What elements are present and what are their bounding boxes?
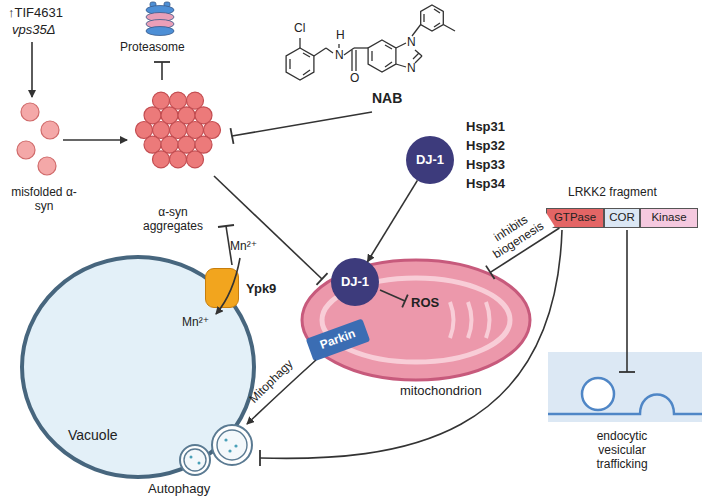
domain-bar: GTPase COR Kinase LRKK2 fragment: [546, 186, 698, 230]
inhibition-bar: [402, 295, 408, 308]
process-label: Mitophagy: [247, 357, 296, 406]
inhibition-bar: [619, 371, 635, 373]
node-text: Vacuole: [68, 427, 118, 443]
gene-label: ↑TIF4631: [8, 6, 63, 21]
inhibition-bar: [317, 273, 328, 285]
crista: [468, 302, 472, 338]
node-text: DJ-1: [416, 153, 444, 168]
membrane-panel: [548, 352, 702, 422]
ion-label: Mn²⁺: [182, 316, 209, 330]
protein-label: Hsp32: [466, 139, 505, 154]
atom-label: Cl: [294, 22, 305, 36]
inhibition-bar: [486, 266, 495, 279]
inhibition-bar: [259, 450, 261, 466]
transport-arrow: [216, 258, 240, 314]
process-label: Autophagy: [148, 482, 210, 497]
atom-label: N: [407, 62, 416, 76]
arrow-line: [63, 139, 127, 141]
node-text: DJ-1: [341, 275, 369, 290]
aggregate-cluster: [136, 92, 221, 168]
protein-label: α-syn aggregates: [134, 206, 212, 234]
domain-box: Kinase: [640, 208, 698, 228]
gene-label: vps35Δ: [12, 23, 55, 38]
nab-structure: [286, 5, 455, 80]
misfolded-protein: [17, 103, 59, 175]
arrow-line: [31, 42, 33, 97]
protein-circle: DJ-1: [331, 258, 379, 306]
protein-label: Hsp33: [466, 158, 505, 173]
inhibition-line: [260, 230, 562, 458]
protein-circle: DJ-1: [406, 136, 454, 184]
membrane-bud: [548, 395, 702, 415]
crista: [486, 302, 490, 338]
connector-group: [486, 228, 559, 279]
inhibition-line: [232, 112, 372, 136]
protein-label: misfolded α-syn: [6, 186, 82, 214]
node-text: Kinase: [651, 211, 686, 224]
domain-box: COR: [604, 208, 640, 228]
protein-label: Hsp34: [466, 177, 505, 192]
atom-label: N: [335, 49, 344, 63]
connector-group: [368, 180, 418, 261]
process-label: endocytic vesicular trafficking: [572, 430, 672, 471]
atom-label: H: [336, 29, 345, 43]
atom-label: N: [407, 36, 416, 50]
node-text: mitochondrion: [400, 384, 482, 399]
inhibition-bar: [154, 61, 170, 63]
molecule-label: ROS: [411, 296, 439, 311]
arrow-connector: [368, 180, 418, 261]
inhibition-bar: [218, 225, 234, 227]
protein-label: Hsp31: [466, 120, 505, 135]
inhibition-bar: [231, 128, 234, 144]
inhibition-line: [380, 290, 405, 301]
inhibition-line: [161, 62, 163, 80]
proteasome-icon: [146, 2, 174, 36]
crista: [450, 302, 454, 338]
node-text: GTPase: [554, 211, 596, 224]
autophagosome: [180, 425, 252, 475]
node-text: COR: [609, 211, 635, 224]
vesicle: [582, 378, 614, 410]
vacuole-membrane: [22, 257, 254, 477]
mitochondrion-shape: DJ-1Parkinmitochondrion: [300, 258, 532, 382]
complex-label: Proteasome: [120, 41, 185, 55]
atom-label: O: [350, 72, 359, 86]
ion-label: Mn²⁺: [230, 240, 257, 254]
inhibition-line: [214, 176, 322, 279]
inhibition-line: [626, 230, 628, 372]
node-text: LRKK2 fragment: [568, 186, 657, 200]
transporter: Ypk9: [205, 268, 239, 308]
inhibition-connector: [490, 228, 559, 272]
node-text: Ypk9: [246, 282, 276, 297]
compound-label: NAB: [372, 90, 402, 106]
domain-box: GTPase: [546, 208, 604, 228]
